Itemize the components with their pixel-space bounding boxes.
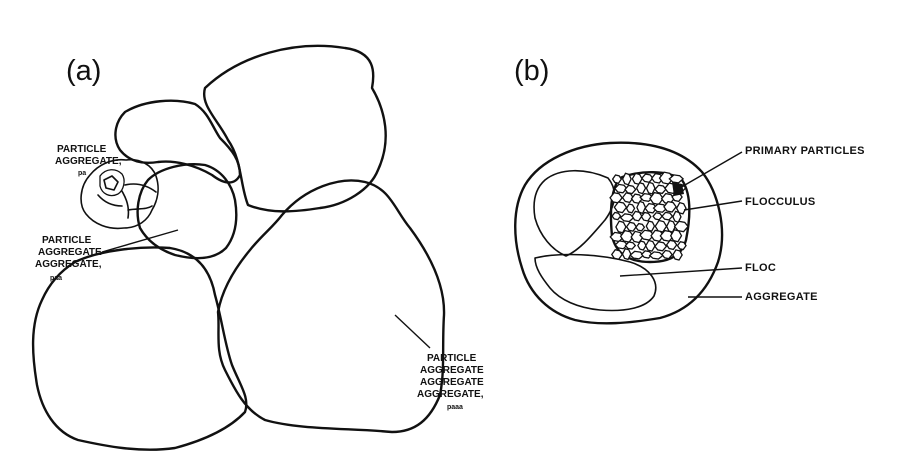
large-aggregate-right bbox=[218, 180, 444, 432]
primary-particle bbox=[655, 242, 667, 251]
label-flocculus: FLOCCULUS bbox=[745, 196, 816, 208]
label-aggregate: AGGREGATE bbox=[745, 291, 818, 303]
medium-aggregate-center bbox=[138, 164, 237, 258]
primary-particle bbox=[621, 214, 634, 222]
label-paaa-subscript: paaa bbox=[447, 404, 463, 411]
primary-particle bbox=[622, 249, 630, 260]
primary-particle bbox=[636, 224, 644, 231]
primary-particle bbox=[632, 211, 642, 220]
small-aggregate-cluster bbox=[81, 160, 158, 229]
label-floc: FLOC bbox=[745, 262, 776, 274]
label-paaa-line4: AGGREGATE, bbox=[417, 389, 484, 400]
primary-particle bbox=[646, 221, 654, 231]
large-aggregate-bottom bbox=[33, 248, 246, 450]
primary-particle bbox=[623, 173, 631, 184]
primary-particle bbox=[612, 213, 620, 220]
label-paaa-line2: AGGREGATE bbox=[420, 365, 484, 376]
primary-particle bbox=[627, 204, 635, 213]
primary-particle bbox=[667, 240, 677, 249]
panel-a-label: (a) bbox=[66, 55, 101, 87]
primary-particle bbox=[662, 212, 672, 220]
label-paaa-leader bbox=[395, 315, 430, 348]
primary-particle bbox=[673, 250, 682, 260]
floc-left-region bbox=[534, 171, 614, 256]
primary-particle bbox=[613, 175, 622, 183]
primary-particle bbox=[625, 242, 635, 249]
panel-b: (b) PRIMARY PARTICLES FLOCCULUS FLOC AGG… bbox=[514, 55, 865, 323]
primary-particle bbox=[625, 185, 636, 193]
small-aggregate-divider-4 bbox=[98, 195, 122, 206]
primary-particle bbox=[662, 250, 672, 258]
primary-particle bbox=[673, 211, 681, 222]
label-paa-line1: PARTICLE bbox=[42, 235, 92, 246]
label-pa-line1: PARTICLE bbox=[57, 144, 107, 155]
small-aggregate-divider-3 bbox=[128, 206, 152, 210]
primary-particle bbox=[627, 222, 637, 231]
label-floc-leader bbox=[620, 268, 742, 276]
medium-aggregate-top bbox=[115, 101, 240, 183]
label-paaa: PARTICLE AGGREGATE AGGREGATE AGGREGATE, … bbox=[395, 315, 484, 411]
label-paa-line3: AGGREGATE, bbox=[35, 259, 102, 270]
primary-particle bbox=[655, 185, 666, 193]
label-paa-line2: AGGREGATE bbox=[38, 247, 102, 258]
label-paaa-line1: PARTICLE bbox=[427, 353, 477, 364]
primary-particle bbox=[614, 202, 626, 213]
primary-particle bbox=[678, 242, 687, 250]
particle-aggregate-pa bbox=[100, 170, 124, 196]
label-paa: PARTICLE AGGREGATE AGGREGATE, paa bbox=[35, 230, 178, 282]
label-pa-line2: AGGREGATE, bbox=[55, 156, 122, 167]
label-paa-subscript: paa bbox=[50, 275, 62, 282]
primary-particle bbox=[646, 240, 655, 251]
primary-particle bbox=[650, 252, 663, 259]
primary-particle bbox=[653, 213, 662, 220]
label-flocculus-leader bbox=[684, 201, 742, 210]
primary-particle bbox=[612, 250, 622, 260]
panel-b-label: (b) bbox=[514, 55, 549, 87]
primary-particle bbox=[646, 182, 654, 194]
label-pa-subscript: pa bbox=[78, 170, 86, 177]
floc-bottom-region bbox=[535, 255, 656, 311]
label-paaa-line3: AGGREGATE bbox=[420, 377, 484, 388]
label-primary-particles: PRIMARY PARTICLES bbox=[745, 145, 865, 157]
primary-particle bbox=[641, 212, 650, 220]
panel-a: (a) PARTICLE AGGREGATE, pa PARTICLE AGGR… bbox=[33, 46, 484, 450]
primary-particle bbox=[638, 241, 646, 250]
